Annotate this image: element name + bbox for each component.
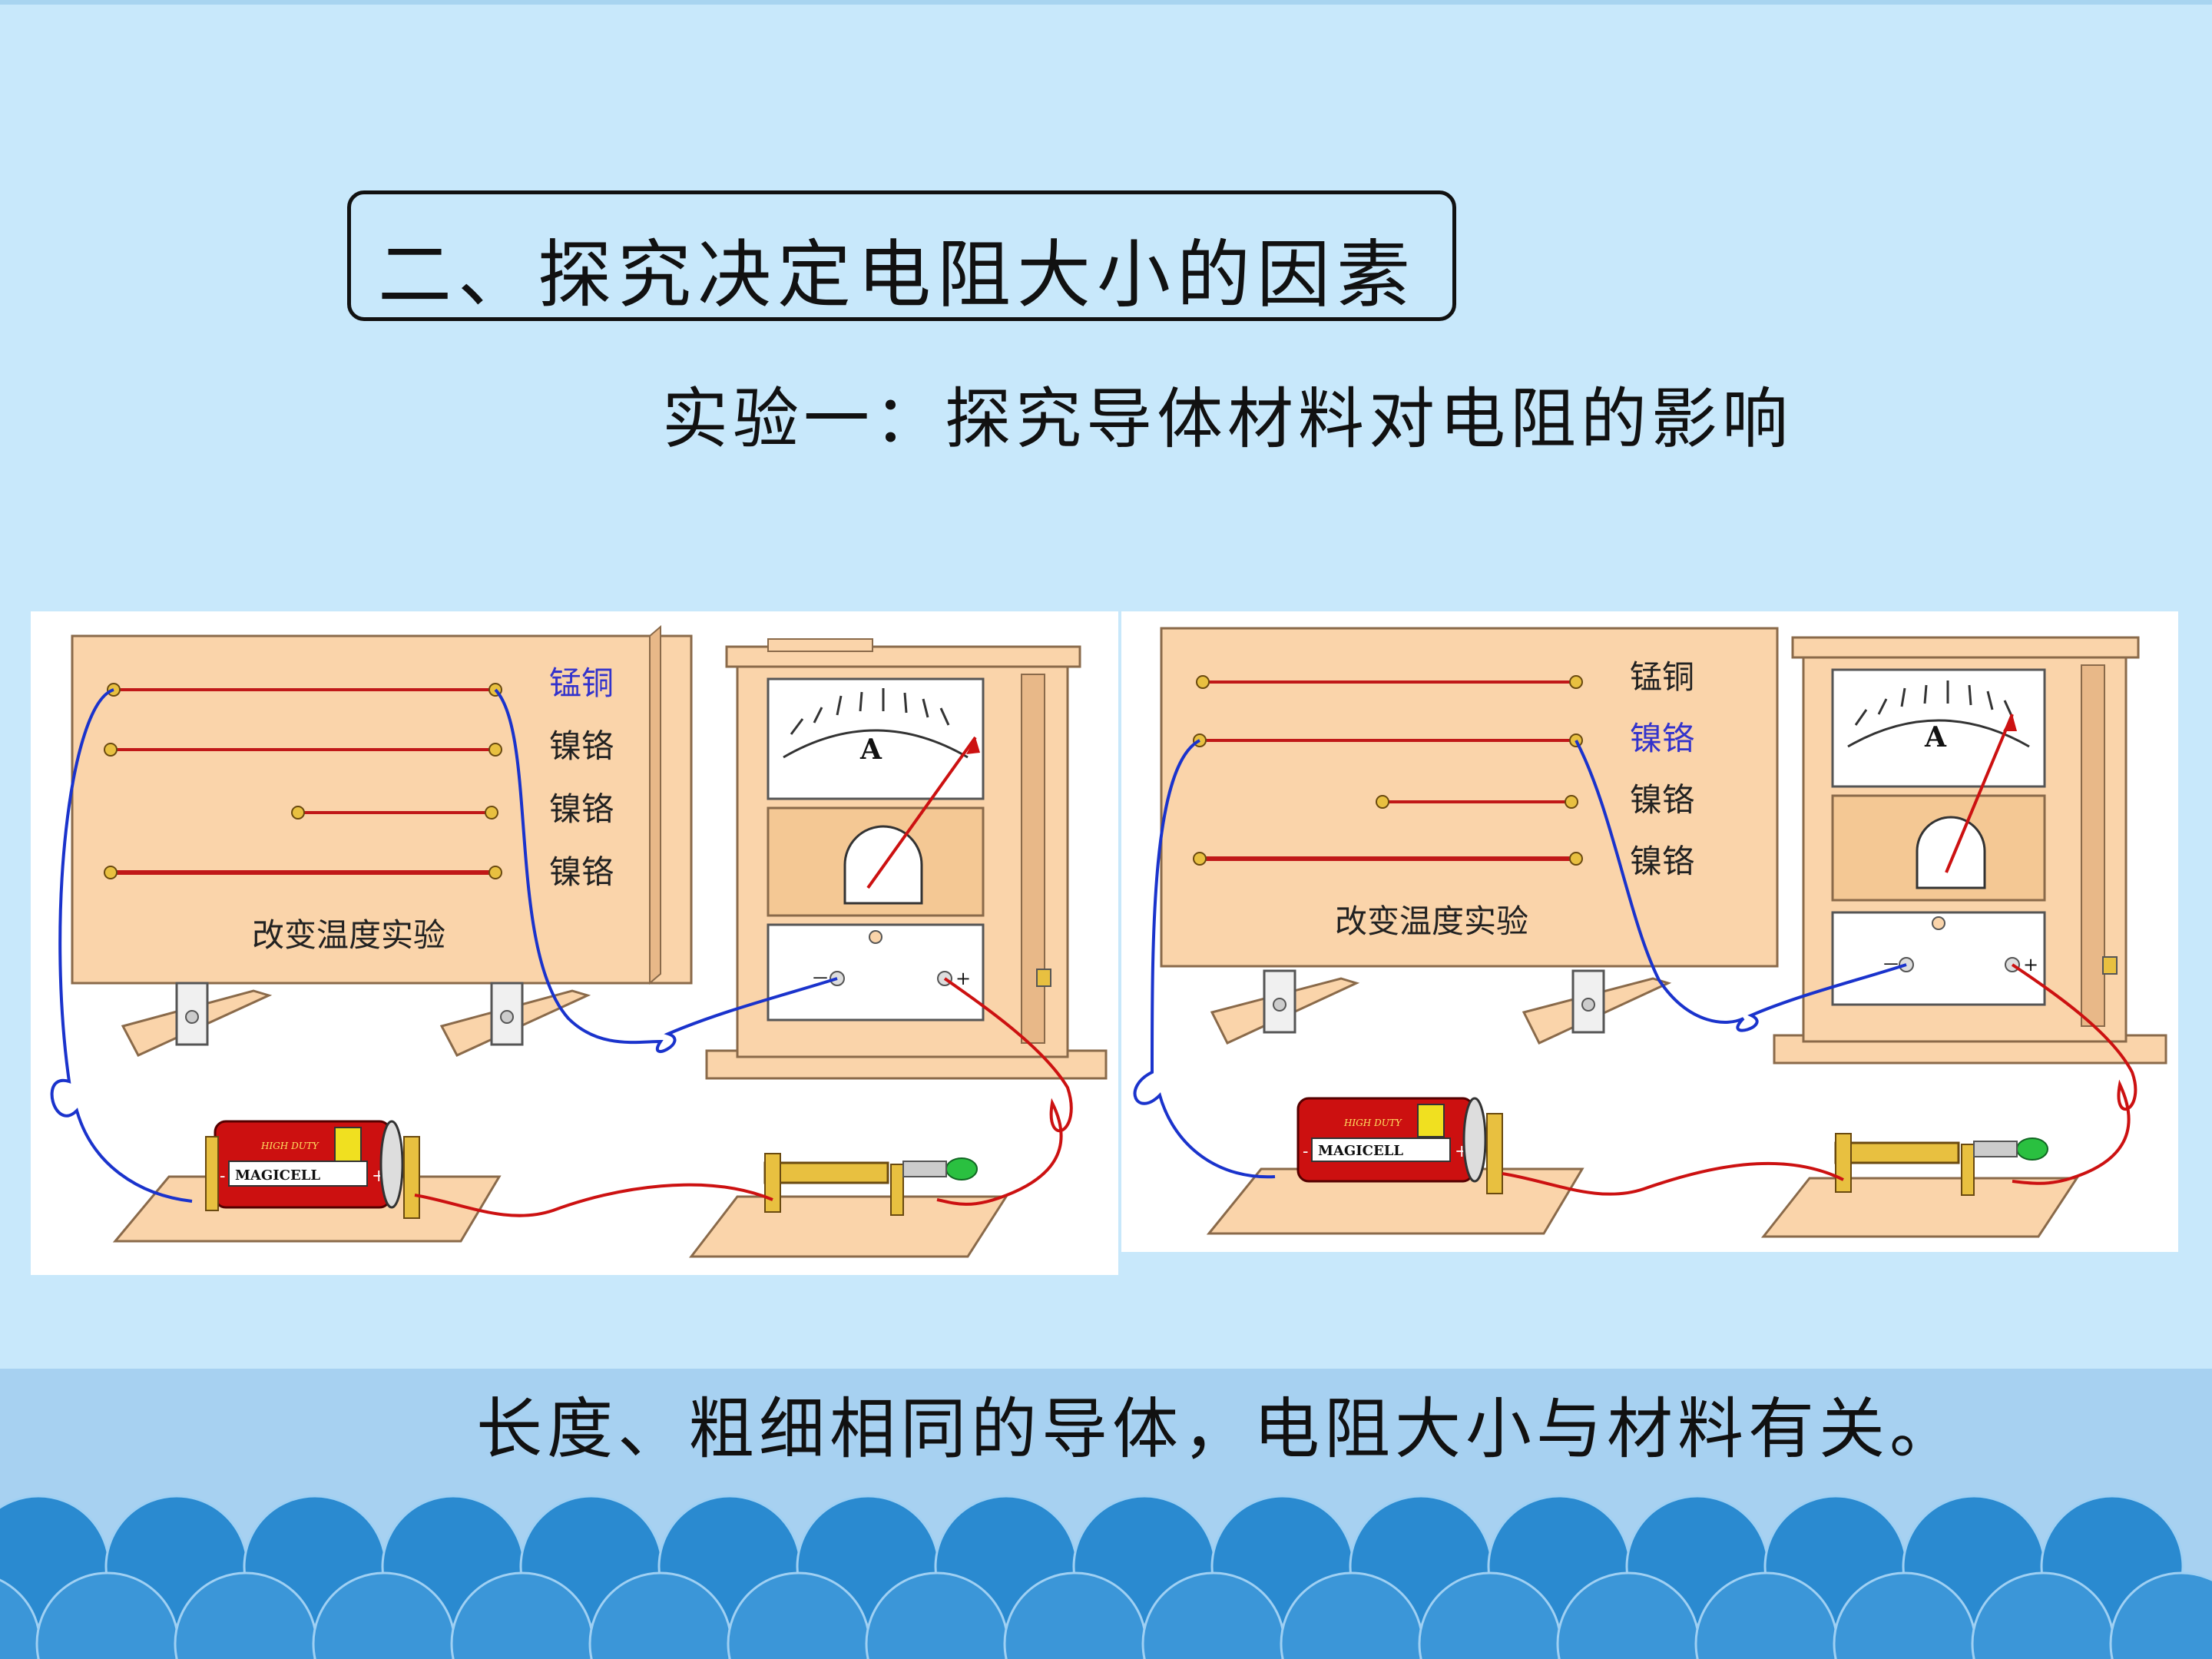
wire-label-4: 镍铬 (549, 853, 614, 891)
ammeter: A － + (1773, 636, 2167, 1065)
meter-plus-label: + (955, 968, 971, 989)
ammeter: A － + (705, 638, 1108, 1080)
blue-wire-meter (1575, 740, 1907, 1032)
meter-needle (1945, 714, 2014, 873)
battery-minus: - (220, 1167, 225, 1186)
wire-label-2: 镍铬 (1630, 720, 1694, 757)
switch-base (1760, 1177, 2079, 1238)
circuit-diagram-right: 锰铜 镍铬 镍铬 镍铬 改变温度实验 A － + (1133, 627, 2167, 1238)
wire-label-4: 镍铬 (1630, 843, 1694, 880)
experiment-panel-left: 锰铜 镍铬 镍铬 镍铬 改变温度实验 A － (31, 611, 1118, 1275)
board-caption: 改变温度实验 (252, 916, 445, 954)
board-stand-right (439, 982, 591, 1057)
top-band (0, 0, 2212, 5)
meter-needle (866, 736, 977, 889)
red-wire-meter (2011, 963, 2137, 1185)
board-stand-left (1210, 969, 1360, 1045)
slide-subtitle: 实验一：探究导体材料对电阻的影响 (662, 381, 1793, 458)
battery: MAGICELL HIGH DUTY - + (1296, 1097, 1487, 1183)
wave-decoration (0, 1495, 2212, 1659)
resistance-board (1160, 627, 1779, 968)
experiment-panel-right: 锰铜 镍铬 镍铬 镍铬 改变温度实验 A － + (1121, 611, 2178, 1252)
battery: MAGICELL HIGH DUTY - + (214, 1120, 404, 1209)
battery-brand: MAGICELL (235, 1167, 320, 1184)
battery-duty: HIGH DUTY (260, 1141, 320, 1151)
battery-brand: MAGICELL (1318, 1143, 1403, 1159)
resistance-board (71, 634, 693, 985)
wave-scallop (2109, 1571, 2212, 1659)
knife-switch (1834, 1133, 2048, 1196)
wire-label-2: 镍铬 (549, 727, 614, 765)
board-caption: 改变温度实验 (1335, 902, 1528, 940)
circuit-diagram-left: 锰铜 镍铬 镍铬 镍铬 改变温度实验 A － (50, 624, 1108, 1258)
red-wire-battery (1502, 1161, 1844, 1196)
meter-plus-label: + (2023, 954, 2038, 975)
battery-minus: - (1303, 1142, 1308, 1161)
wire-label-1: 锰铜 (549, 664, 614, 702)
wire-label-1: 锰铜 (1630, 658, 1694, 696)
meter-symbol: A (1924, 721, 1947, 753)
battery-duty: HIGH DUTY (1343, 1118, 1402, 1128)
red-wire-battery (414, 1183, 773, 1217)
board-stand-right (1522, 969, 1672, 1045)
wire-label-3: 镍铬 (549, 790, 614, 828)
meter-symbol: A (859, 733, 882, 766)
wire-label-3: 镍铬 (1630, 781, 1694, 819)
slide-title: 二、探究决定电阻大小的因素 (378, 232, 1416, 318)
switch-base (688, 1195, 1008, 1258)
red-wire-meter (936, 977, 1073, 1206)
blue-wire-battery (1133, 739, 1276, 1179)
meter-dial (1831, 668, 2046, 788)
conclusion-text: 长度、粗细相同的导体，电阻大小与材料有关。 (476, 1391, 1960, 1468)
blue-wire-meter (494, 688, 838, 1053)
board-stand-left (121, 982, 273, 1057)
blue-wire-battery (50, 688, 193, 1203)
title-box (347, 190, 1456, 321)
